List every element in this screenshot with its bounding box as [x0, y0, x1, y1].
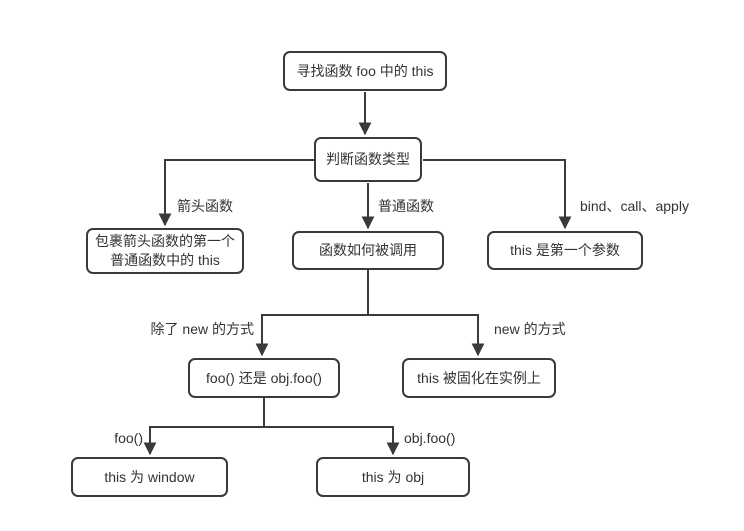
node-how-function-called-label: 函数如何被调用 [319, 242, 417, 258]
node-foo-or-objfoo: foo() 还是 obj.foo() [188, 358, 340, 398]
edge-label-obj-foo-call: obj.foo() [404, 430, 456, 446]
node-arrow-function-result: 包裹箭头函数的第一个 普通函数中的 this [86, 228, 244, 274]
edge-label-foo-call: foo() [114, 430, 143, 446]
node-arrow-function-result-line1: 包裹箭头函数的第一个 [95, 233, 235, 249]
edge-label-new-way: new 的方式 [494, 321, 566, 337]
node-this-first-param: this 是第一个参数 [487, 231, 643, 270]
edge-label-bind-call-apply: bind、call、apply [580, 198, 689, 214]
edge-label-normal-function: 普通函数 [378, 198, 434, 214]
node-this-first-param-label: this 是第一个参数 [510, 242, 620, 258]
node-foo-or-objfoo-label: foo() 还是 obj.foo() [206, 369, 322, 386]
node-find-this: 寻找函数 foo 中的 this [283, 51, 447, 91]
node-arrow-function-result-line2: 普通函数中的 this [110, 252, 220, 268]
node-fixed-on-instance: this 被固化在实例上 [402, 358, 556, 398]
node-this-is-window-label: this 为 window [104, 468, 195, 485]
node-judge-function-type: 判断函数类型 [314, 137, 422, 182]
edge-label-arrow-function: 箭头函数 [177, 198, 233, 214]
node-how-function-called: 函数如何被调用 [292, 231, 444, 270]
node-fixed-on-instance-label: this 被固化在实例上 [417, 369, 541, 386]
edge-label-except-new: 除了 new 的方式 [150, 321, 254, 337]
node-find-this-label: 寻找函数 foo 中的 this [296, 62, 434, 79]
node-this-is-window: this 为 window [71, 457, 228, 497]
node-this-is-obj: this 为 obj [316, 457, 470, 497]
node-judge-function-type-label: 判断函数类型 [326, 151, 410, 167]
node-this-is-obj-label: this 为 obj [361, 468, 425, 485]
